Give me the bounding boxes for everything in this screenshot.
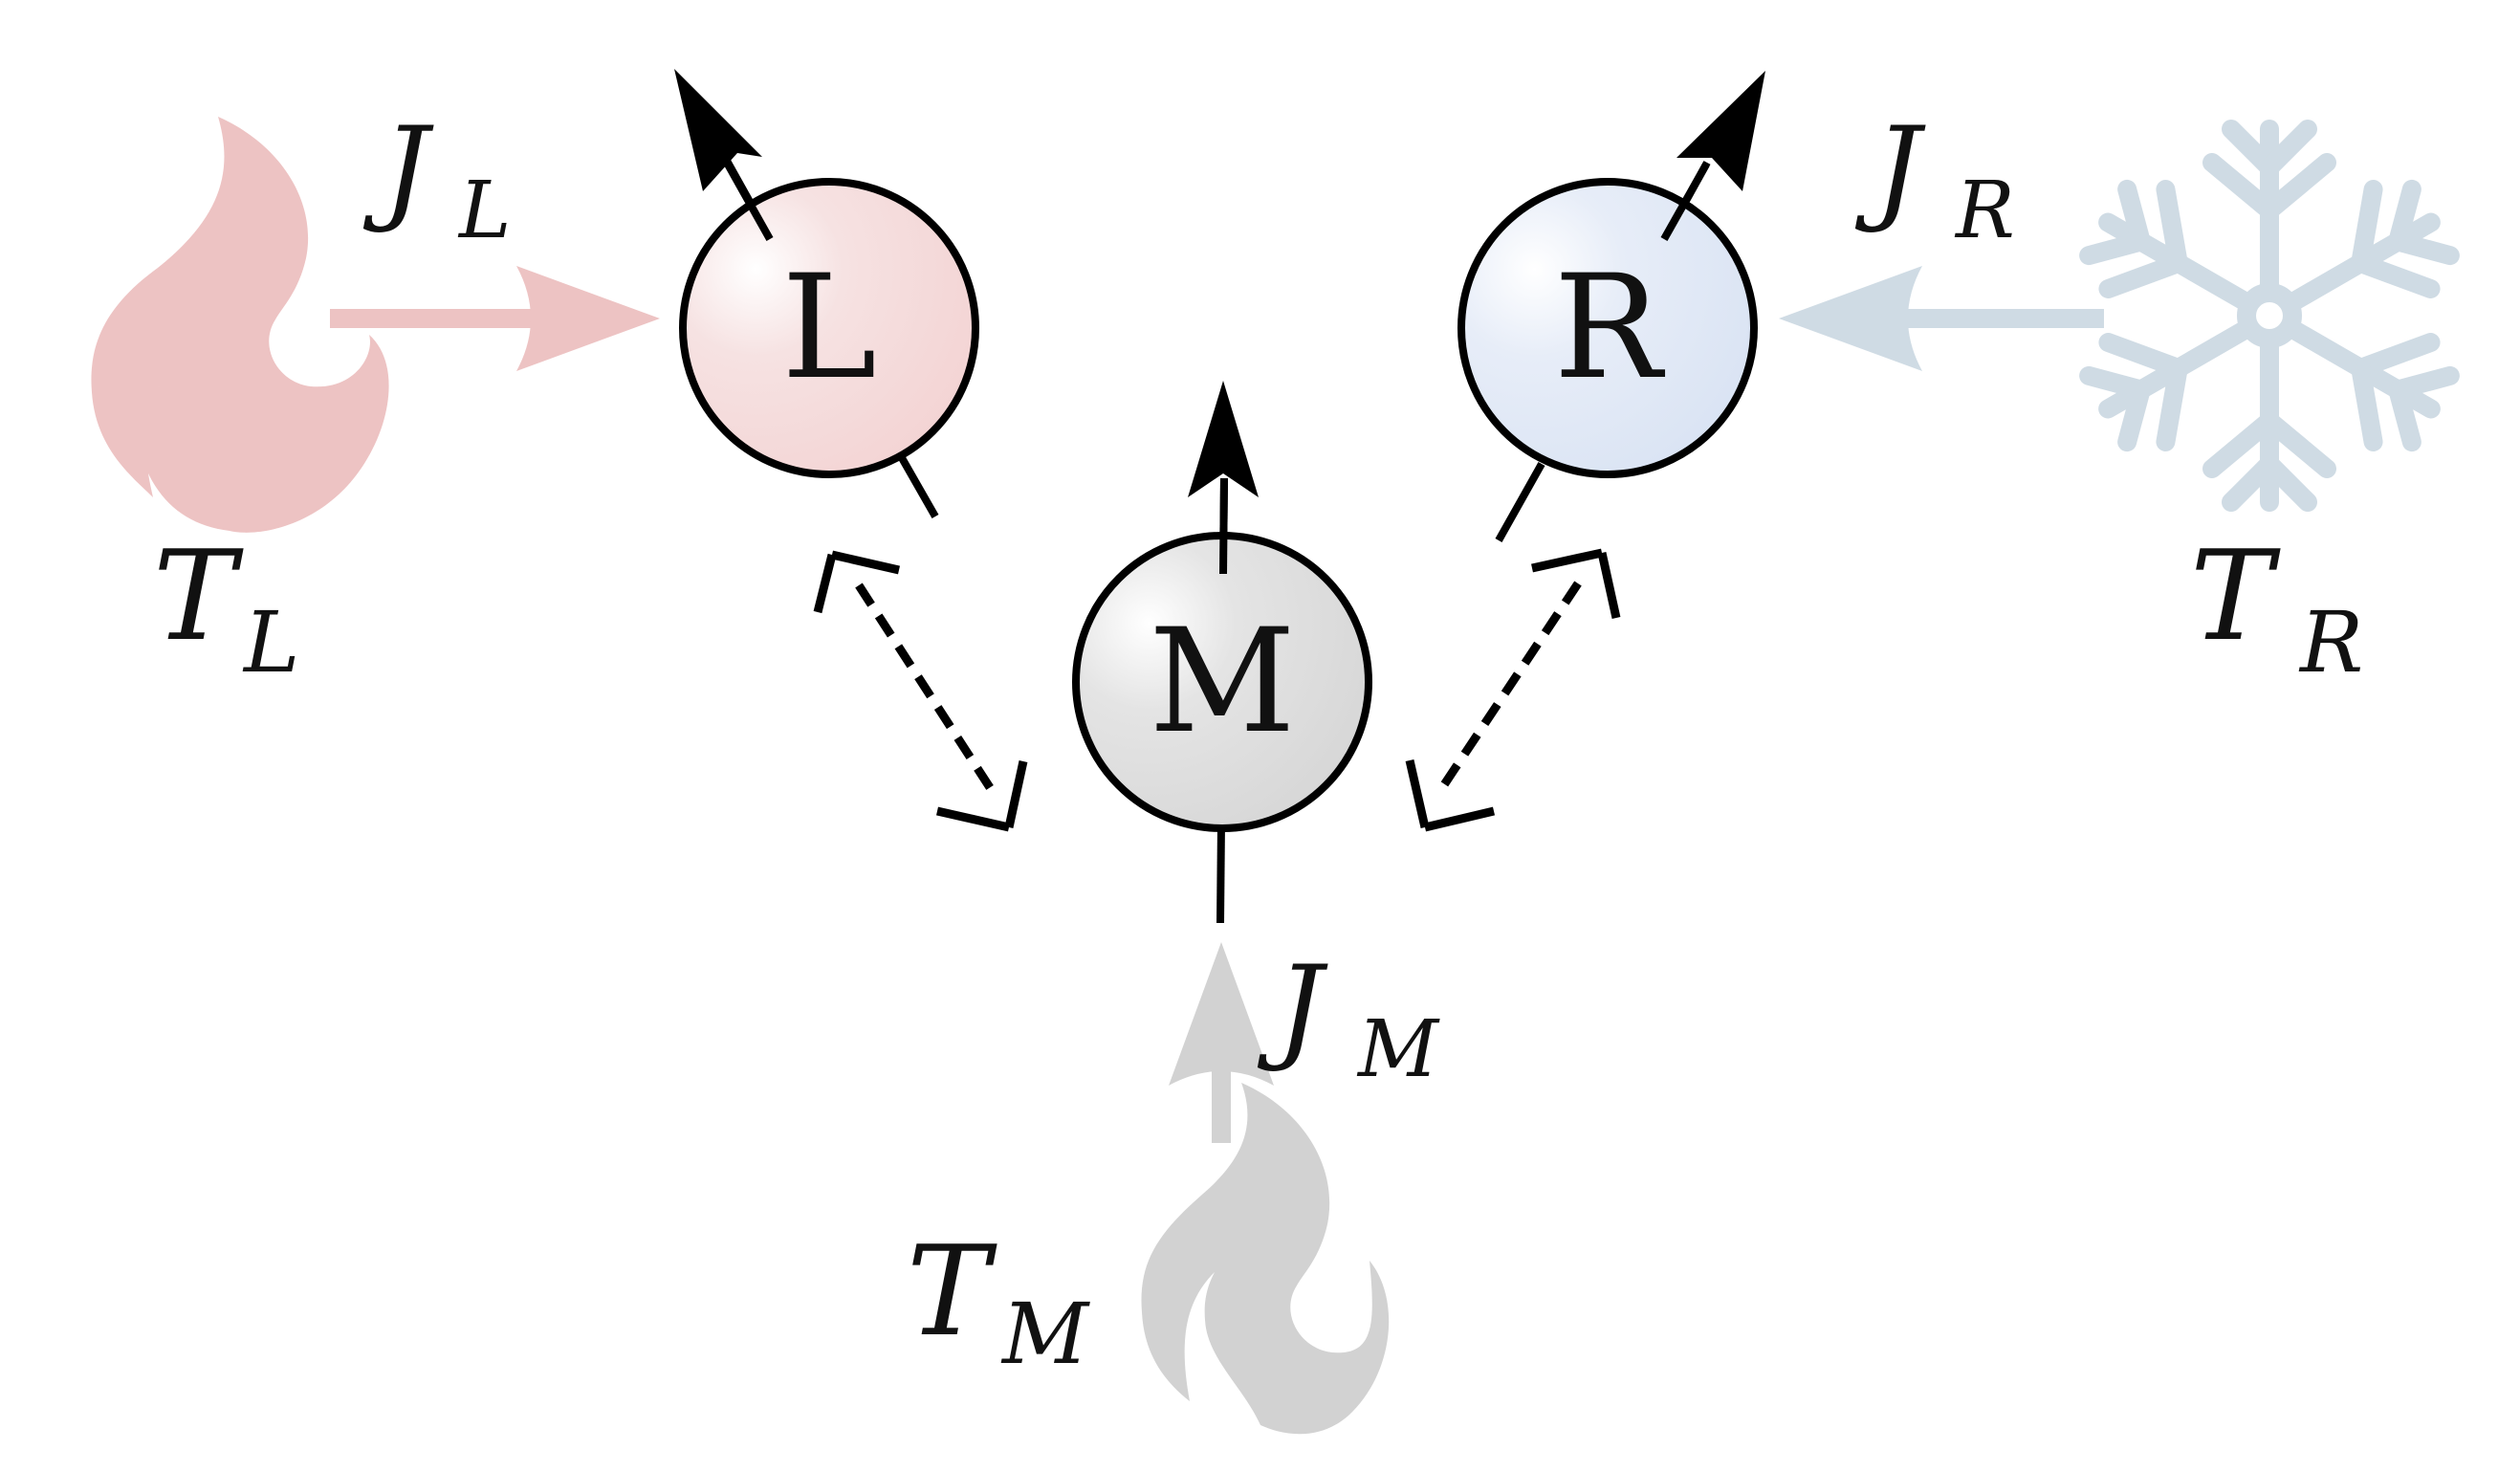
node-left-label: L (781, 245, 877, 411)
flux-left-subscript: L (457, 165, 511, 256)
node-right-label: R (1554, 245, 1666, 411)
label-flux-middle: J M (1257, 942, 1440, 1095)
temp-right-symbol: T (2190, 523, 2281, 669)
flux-right-subscript: R (1954, 165, 2015, 256)
node-right: R (1457, 178, 1758, 478)
right-heat-flux-arrow (1779, 266, 2104, 371)
coupling-left-middle (813, 550, 1028, 832)
node-left: L (679, 178, 979, 478)
label-temp-left: T L (153, 523, 299, 692)
label-temp-middle: T M (907, 1219, 1090, 1383)
node-middle: M (1072, 532, 1372, 832)
temp-left-symbol: T (153, 523, 244, 669)
left-flame-icon (91, 117, 389, 533)
middle-flame-icon (1141, 1083, 1390, 1435)
right-snowflake-icon (2079, 120, 2460, 502)
flux-middle-subscript: M (1356, 1004, 1440, 1095)
temp-middle-subscript: M (1000, 1285, 1090, 1383)
spin-stubs (723, 161, 1710, 575)
label-flux-right: J R (1854, 103, 2015, 256)
coupling-right-middle (1405, 548, 1621, 832)
label-temp-right: T R (2190, 523, 2363, 692)
left-heat-flux-arrow (330, 266, 660, 371)
flux-right-symbol: J (1854, 103, 1926, 236)
flux-left-symbol: J (362, 103, 434, 236)
middle-heat-flux-arrow (1169, 942, 1274, 1143)
label-flux-left: J L (362, 103, 511, 256)
temp-middle-symbol: T (907, 1219, 997, 1364)
temp-left-subscript: L (242, 593, 299, 692)
node-middle-label: M (1149, 599, 1296, 765)
temp-right-subscript: R (2298, 593, 2363, 692)
flux-middle-symbol: J (1257, 942, 1328, 1075)
